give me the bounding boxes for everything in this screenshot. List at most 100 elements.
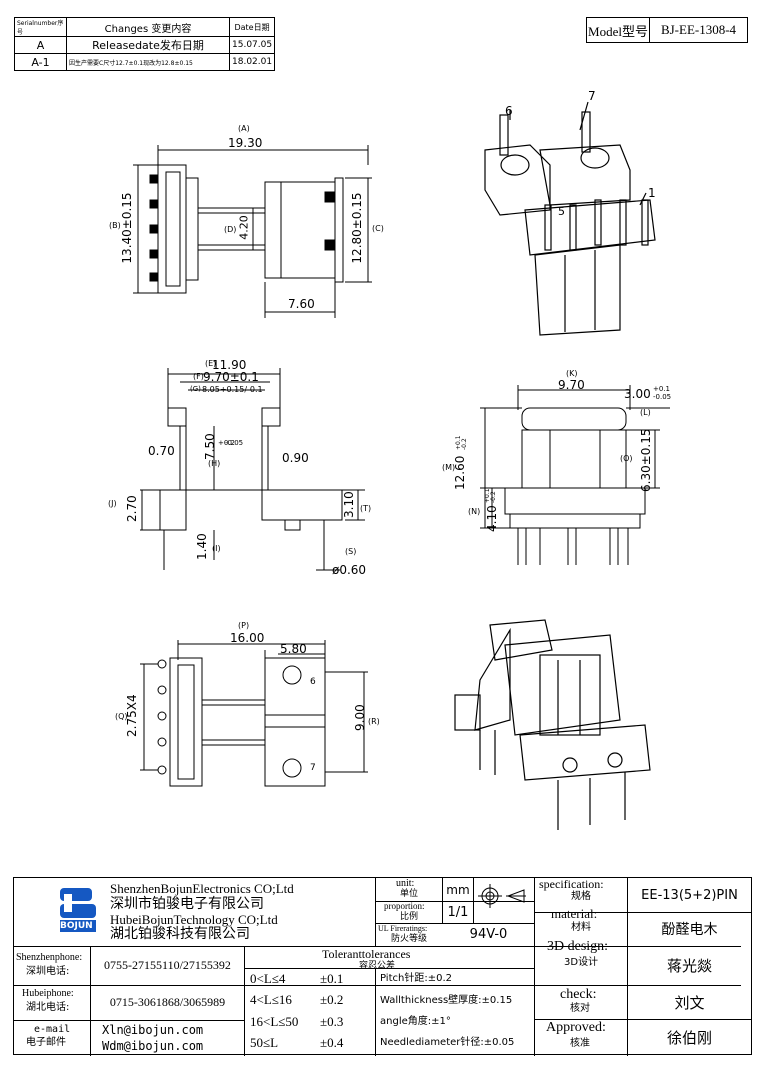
dim-d: 4.20 xyxy=(237,215,251,240)
sz-phone-label: Shenzhenphone: xyxy=(16,952,83,963)
bojun-logo xyxy=(60,888,96,932)
dim-o-label: (O) xyxy=(620,454,633,463)
hb-phone-label: Hubeiphone: xyxy=(22,988,74,999)
rev-row-change: Releasedate发布日期 xyxy=(66,36,230,54)
material-value: 酚醛电木 xyxy=(661,922,718,938)
company-en2: HubeiBojunTechnology CO;Ltd xyxy=(110,912,278,927)
side-view-drawing xyxy=(480,385,670,565)
proportion-label-cn: 比例 xyxy=(400,912,419,922)
dim-h: 7.50 xyxy=(203,433,217,460)
dim-b-label: (B) xyxy=(109,221,121,230)
title-block: BOJUN ShenzhenBojunElectronics CO;Ltd 深圳… xyxy=(13,877,752,1056)
dim-j-label: (J) xyxy=(108,499,117,508)
tol-range: 4<L≤16 xyxy=(250,992,292,1007)
sz-phone-label-cn: 深圳电话: xyxy=(26,966,70,977)
tol-range: 16<L≤50 xyxy=(250,1014,299,1029)
tol-title: Toleranttolerances xyxy=(322,947,411,961)
email-label-cn: 电子邮件 xyxy=(26,1037,66,1048)
dim-r: 9.00 xyxy=(353,704,367,731)
dim-c-label: (C) xyxy=(372,224,384,233)
proportion-label: proportion: xyxy=(384,901,425,911)
dim-h-tol-up: +0.2 xyxy=(218,439,235,447)
sz-phone: 0755-27155110/27155392 xyxy=(104,958,231,972)
email-1: Xln@ibojun.com xyxy=(102,1023,204,1037)
dim-e-label: (E) xyxy=(205,359,217,368)
dim-wall2: 0.90 xyxy=(282,451,309,465)
dim-d-label: (D) xyxy=(224,225,237,234)
rev-row-date: 18.02.01 xyxy=(228,53,276,71)
dim-a-label: (A) xyxy=(238,124,250,133)
design-label-cn: 3D设计 xyxy=(564,957,599,968)
dim-p: 16.00 xyxy=(230,631,265,645)
dim-l-tol-dn: -0.05 xyxy=(653,393,672,401)
iso-view-drawing xyxy=(484,101,656,336)
dim-wall1: 0.70 xyxy=(148,444,175,458)
approved-value: 徐伯刚 xyxy=(666,1029,712,1047)
dim-j: 2.70 xyxy=(125,495,139,522)
dim-c: 12.80±0.15 xyxy=(350,192,364,264)
approved-label: Approved: xyxy=(546,1020,606,1035)
tol-range: 50≤L xyxy=(250,1035,279,1050)
iso-pin-6: 6 xyxy=(505,104,513,118)
spec-value: EE-13(5+2)PIN xyxy=(641,887,738,903)
dim-f: 9.70±0.1 xyxy=(203,370,259,384)
approved-label-cn: 核准 xyxy=(570,1038,590,1049)
dim-o: 6.30±0.15 xyxy=(639,428,653,493)
proportion-value: 1/1 xyxy=(447,904,469,920)
dim-i-label: (I) xyxy=(212,544,221,553)
company-cn2: 湖北铂骏科技有限公司 xyxy=(110,926,250,942)
check-value: 刘文 xyxy=(674,993,705,1012)
bottom-pin-6: 6 xyxy=(310,677,316,687)
material-label-cn: 材料 xyxy=(571,922,591,933)
dim-r-label: (R) xyxy=(368,717,380,726)
dim-s-label: (S) xyxy=(345,547,357,556)
dim-m-label: (M) xyxy=(442,463,456,472)
unit-label-cn: 单位 xyxy=(400,889,419,899)
rev-row-serial: A-1 xyxy=(14,53,67,71)
model-value: BJ-EE-1308-4 xyxy=(660,22,737,37)
dim-m-tol-dn: -0.2 xyxy=(461,438,468,450)
dim-a: 19.30 xyxy=(228,136,263,150)
dim-n: 4.10 xyxy=(485,505,499,532)
design-label: 3D design: xyxy=(547,939,609,954)
company-en1: ShenzhenBojunElectronics CO;Ltd xyxy=(110,881,294,896)
wall-tol: Wallthickness壁厚度:±0.15 xyxy=(380,995,513,1006)
spec-label-cn: 规格 xyxy=(571,891,591,902)
dim-n-tol-dn: -0.2 xyxy=(490,491,497,503)
dim-n-label: (N) xyxy=(468,507,481,516)
dim-b: 13.40±0.15 xyxy=(120,192,134,264)
tol-value: ±0.1 xyxy=(320,971,344,986)
dim-top-width: 7.60 xyxy=(288,297,315,311)
ul-label: UL Fireratings: xyxy=(378,924,428,933)
email-label: e-mail xyxy=(34,1024,71,1035)
dim-q-label: (Q) xyxy=(115,712,128,721)
hb-phone: 0715-3061868/3065989 xyxy=(109,995,226,1009)
dim-bottom-width: 5.80 xyxy=(280,642,307,656)
projection-symbol-icon xyxy=(478,884,526,908)
dim-l-tol-up: +0.1 xyxy=(653,385,670,393)
check-label-cn: 核对 xyxy=(570,1003,590,1014)
revision-table: Serialnumber序号 Changes 变更内容 Date日期 A Rel… xyxy=(14,17,276,71)
iso-pin-7: 7 xyxy=(588,89,596,103)
needle-tol: Needlediameter针径:±0.05 xyxy=(380,1037,515,1048)
tol-title-cn: 容忍公差 xyxy=(359,961,396,971)
iso-pin-5: 5 xyxy=(558,205,565,218)
tol-value: ±0.2 xyxy=(320,992,344,1007)
model-box: Model型号 BJ-EE-1308-4 xyxy=(586,17,748,43)
ul-label-cn: 防火等级 xyxy=(391,934,428,944)
dim-s: ø0.60 xyxy=(332,563,367,577)
dim-h-tol-dn: -0.05 xyxy=(225,439,244,447)
dim-l-label: (L) xyxy=(640,408,651,417)
design-value: 蒋光燚 xyxy=(666,957,712,975)
material-label: material: xyxy=(551,906,598,921)
iso-pin-1: 1 xyxy=(648,186,656,200)
pitch-tol: Pitch针距:±0.2 xyxy=(380,973,452,984)
dim-g: 8.05+0.15/-0.1 xyxy=(202,385,263,394)
tol-value: ±0.3 xyxy=(320,1014,344,1029)
dim-e: 11.90 xyxy=(212,358,247,372)
check-label: check: xyxy=(560,987,597,1002)
dim-q: 2.75X4 xyxy=(125,694,139,737)
dim-l: 3.00 xyxy=(624,387,651,401)
front-view-drawing xyxy=(140,368,365,571)
unit-label: unit: xyxy=(396,878,415,889)
